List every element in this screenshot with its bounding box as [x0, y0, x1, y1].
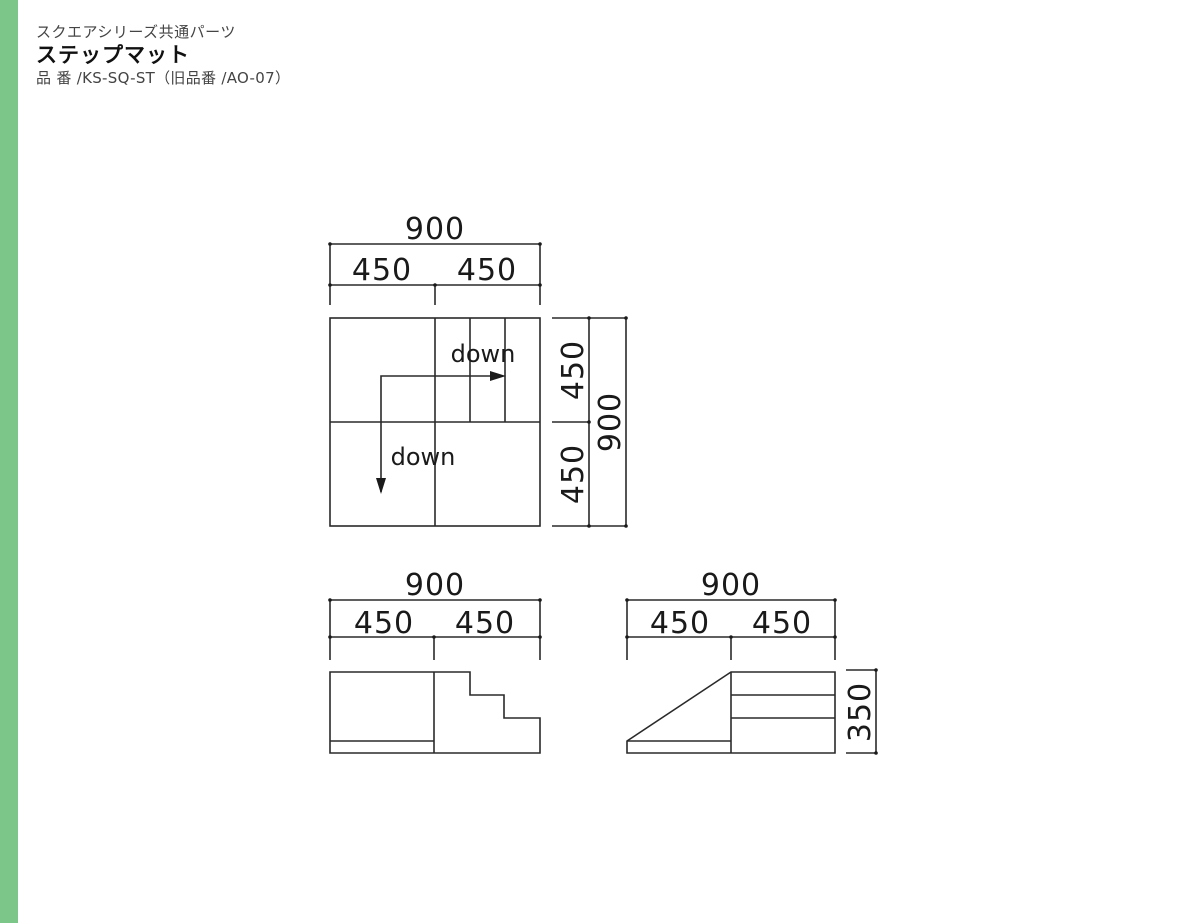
front-segment-width-label-2: 450 — [752, 606, 812, 641]
plan-total-depth-label: 900 — [593, 392, 628, 452]
slope-profile — [626, 671, 836, 754]
down-arrow-head-icon — [376, 478, 386, 494]
product-name: ステップマット — [36, 43, 190, 67]
front-segment-width-label-1: 450 — [650, 606, 710, 641]
plan-segment-width-label-1: 450 — [352, 253, 412, 288]
side-segment-width-label-1: 450 — [354, 606, 414, 641]
plan-segment-depth-label-2: 450 — [556, 444, 591, 504]
side-view — [329, 599, 541, 754]
side-total-width-label: 900 — [405, 568, 465, 603]
step-profile — [329, 671, 541, 754]
right-arrow-head-icon — [490, 371, 506, 381]
arrow-label-down-2: down — [391, 443, 456, 471]
header: スクエアシリーズ共通パーツ ステップマット 品 番 /KS-SQ-ST（旧品番 … — [36, 22, 290, 88]
plan-segment-depth-label-1: 450 — [556, 340, 591, 400]
product-code: 品 番 /KS-SQ-ST（旧品番 /AO-07） — [36, 69, 291, 87]
side-segment-width-label-2: 450 — [455, 606, 515, 641]
plan-segment-width-label-2: 450 — [457, 253, 517, 288]
front-height-label: 350 — [843, 682, 878, 742]
side-accent-bar — [0, 0, 18, 923]
arrow-label-down-1: down — [451, 340, 516, 368]
front-total-width-label: 900 — [701, 568, 761, 603]
plan-total-width-label: 900 — [405, 212, 465, 247]
series-title: スクエアシリーズ共通パーツ — [36, 23, 236, 41]
front-view — [626, 599, 877, 754]
down-arrow-path — [380, 375, 500, 492]
